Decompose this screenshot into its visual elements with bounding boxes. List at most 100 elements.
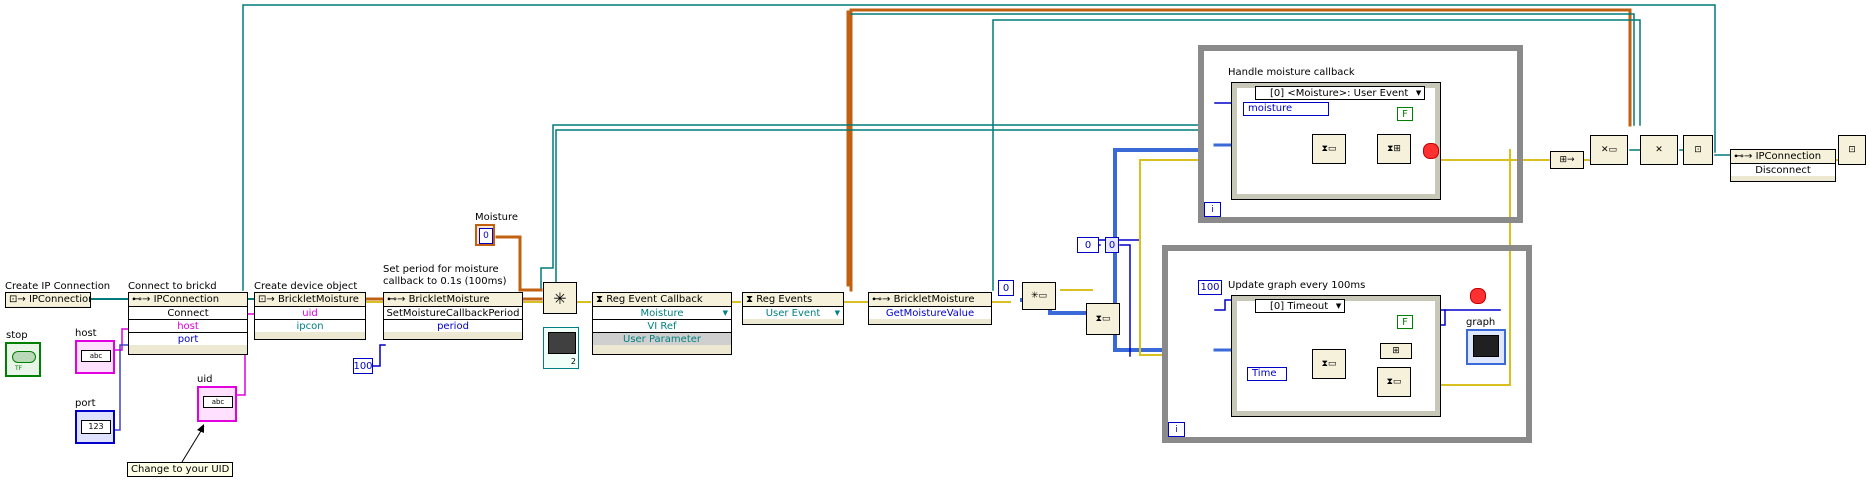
- stop-control[interactable]: TF: [5, 342, 41, 377]
- stop-tf-icon: TF: [15, 365, 23, 372]
- node-method: Disconnect: [1731, 164, 1835, 176]
- node-title: IPConnection: [1755, 151, 1822, 162]
- label-stop: stop: [6, 330, 28, 341]
- graph-icon: [1473, 335, 1499, 357]
- label-set-period-1: Set period for moisture: [383, 264, 499, 275]
- event-data-time: Time: [1247, 367, 1287, 381]
- label-update-graph: Update graph every 100ms: [1228, 280, 1366, 291]
- node-title: BrickletMoisture: [408, 294, 490, 305]
- build-array-icon[interactable]: ⊞: [1380, 343, 1412, 359]
- create-event-icon[interactable]: ✳: [543, 282, 577, 314]
- node-title: Reg Event Callback: [606, 294, 703, 305]
- bundle-icon[interactable]: ✳▭: [1022, 282, 1056, 310]
- wire-error-top: [1139, 159, 1201, 321]
- event-case-selector-bottom[interactable]: [0] Timeout: [1255, 299, 1346, 313]
- bundle-icon[interactable]: ⧗⊞: [1377, 134, 1411, 164]
- get-moisture-value-node[interactable]: ⊷→ BrickletMoisture GetMoistureValue: [868, 292, 992, 325]
- event-structure-top: [0] <Moisture>: User Event moisture ⧗▭ ⧗…: [1231, 82, 1441, 200]
- node-method: GetMoistureValue: [869, 307, 991, 319]
- bundle-icon[interactable]: ⧗▭: [1377, 367, 1411, 397]
- constructor-icon: ⊡→: [9, 294, 29, 305]
- wire-ref-2: [992, 19, 1641, 291]
- stop-condition-icon[interactable]: [1470, 288, 1486, 304]
- close-ref-icon[interactable]: ⊡: [1683, 135, 1713, 165]
- node-input-period: period: [384, 320, 522, 332]
- string-icon: abc: [81, 350, 111, 362]
- zero-constant-1[interactable]: 0: [998, 280, 1014, 296]
- node-row-user-event[interactable]: User Event: [743, 307, 843, 319]
- loop-index: i: [1168, 422, 1185, 437]
- node-title: BrickletMoisture: [277, 294, 359, 305]
- timeout-constant[interactable]: 100: [1198, 280, 1222, 295]
- while-loop-bottom: i: [1162, 245, 1532, 443]
- invoke-icon: ⊷→: [872, 294, 894, 305]
- invoke-icon: ⊷→: [1734, 151, 1756, 162]
- event-icon: ⧗: [746, 294, 757, 305]
- label-handle-cb: Handle moisture callback: [1228, 67, 1355, 78]
- event-case-selector-top[interactable]: [0] <Moisture>: User Event: [1255, 86, 1426, 100]
- node-input-uid: uid: [255, 307, 365, 320]
- event-data-moisture: moisture: [1243, 102, 1329, 116]
- reg-events-node[interactable]: ⧗ Reg Events User Event: [742, 292, 844, 325]
- invoke-icon: ⊷→: [387, 294, 409, 305]
- ipconnection-disconnect-node[interactable]: ⊷→ IPConnection Disconnect: [1730, 149, 1836, 182]
- invoke-icon: ⊷→: [132, 294, 154, 305]
- label-port: port: [75, 398, 96, 409]
- uid-control[interactable]: abc: [197, 386, 237, 422]
- array-constant[interactable]: 0: [1105, 237, 1119, 253]
- node-input-host: host: [129, 320, 247, 333]
- destroy-event-icon[interactable]: ✕▭: [1590, 135, 1628, 165]
- node-title: Reg Events: [756, 294, 813, 305]
- host-control[interactable]: abc: [75, 340, 115, 374]
- note-change-uid: Change to your UID: [127, 462, 234, 477]
- timing-icon[interactable]: ⧗▭: [1086, 303, 1120, 335]
- false-constant[interactable]: F: [1397, 315, 1413, 329]
- merge-errors-icon[interactable]: ⊞→: [1550, 151, 1584, 169]
- set-callback-period-node[interactable]: ⊷→ BrickletMoisture SetMoistureCallbackP…: [383, 292, 523, 340]
- string-icon: abc: [203, 396, 233, 408]
- node-title: IPConnection: [153, 294, 220, 305]
- timing-icon[interactable]: ⧗▭: [1312, 134, 1346, 164]
- node-row-viref: VI Ref: [593, 320, 731, 333]
- label-create-ip: Create IP Connection: [5, 281, 111, 292]
- ipconnection-connect-node[interactable]: ⊷→ IPConnection Connect host port: [128, 292, 248, 355]
- node-row-moisture[interactable]: Moisture: [593, 307, 731, 320]
- node-input-port: port: [129, 333, 247, 345]
- reg-event-callback-node[interactable]: ⧗ Reg Event Callback Moisture VI Ref Use…: [592, 292, 732, 355]
- ipconnection-create-node[interactable]: ⊡→ IPConnection: [5, 292, 91, 308]
- unregister-event-icon[interactable]: ✕: [1640, 135, 1678, 165]
- wire-ref-top: [242, 4, 1716, 291]
- node-title: BrickletMoisture: [893, 294, 975, 305]
- label-uid: uid: [197, 374, 213, 385]
- graph-indicator: [1466, 329, 1506, 365]
- moisture-create-node[interactable]: ⊡→ BrickletMoisture uid ipcon: [254, 292, 366, 340]
- vi-icon: [548, 332, 576, 354]
- label-connect: Connect to brickd: [128, 281, 217, 292]
- event-structure-bottom: [0] Timeout Time ⧗▭ ⧗▭ ⊞ F: [1231, 295, 1441, 417]
- moisture-indicator: 0: [475, 224, 495, 246]
- numeric-icon: 123: [81, 420, 111, 434]
- label-moisture: Moisture: [475, 212, 519, 223]
- loop-index: i: [1204, 202, 1221, 217]
- wire-ref-orange: [849, 8, 1632, 292]
- moisture-indicator-value: 0: [479, 228, 493, 244]
- node-input-ipcon: ipcon: [255, 320, 365, 332]
- node-title: IPConnection: [28, 294, 90, 305]
- timing-icon[interactable]: ⧗▭: [1312, 349, 1346, 379]
- node-method: SetMoistureCallbackPeriod: [384, 307, 522, 320]
- while-loop-top: i: [1198, 45, 1523, 223]
- label-set-period-2: callback to 0.1s (100ms): [383, 276, 507, 287]
- zero-constant-2[interactable]: 0: [1077, 237, 1099, 253]
- callback-vi-ref[interactable]: 2: [543, 327, 579, 369]
- label-create-device: Create device object: [254, 281, 358, 292]
- node-method: Connect: [129, 307, 247, 320]
- false-constant[interactable]: F: [1397, 107, 1413, 121]
- period-constant[interactable]: 100: [353, 358, 373, 374]
- cb-index: 2: [570, 357, 576, 366]
- node-row-user-param: User Parameter: [593, 333, 731, 345]
- constructor-icon: ⊡→: [258, 294, 278, 305]
- stop-condition-icon[interactable]: [1423, 143, 1439, 159]
- close-ref-icon[interactable]: ⊡: [1838, 135, 1866, 165]
- port-control[interactable]: 123: [75, 410, 115, 444]
